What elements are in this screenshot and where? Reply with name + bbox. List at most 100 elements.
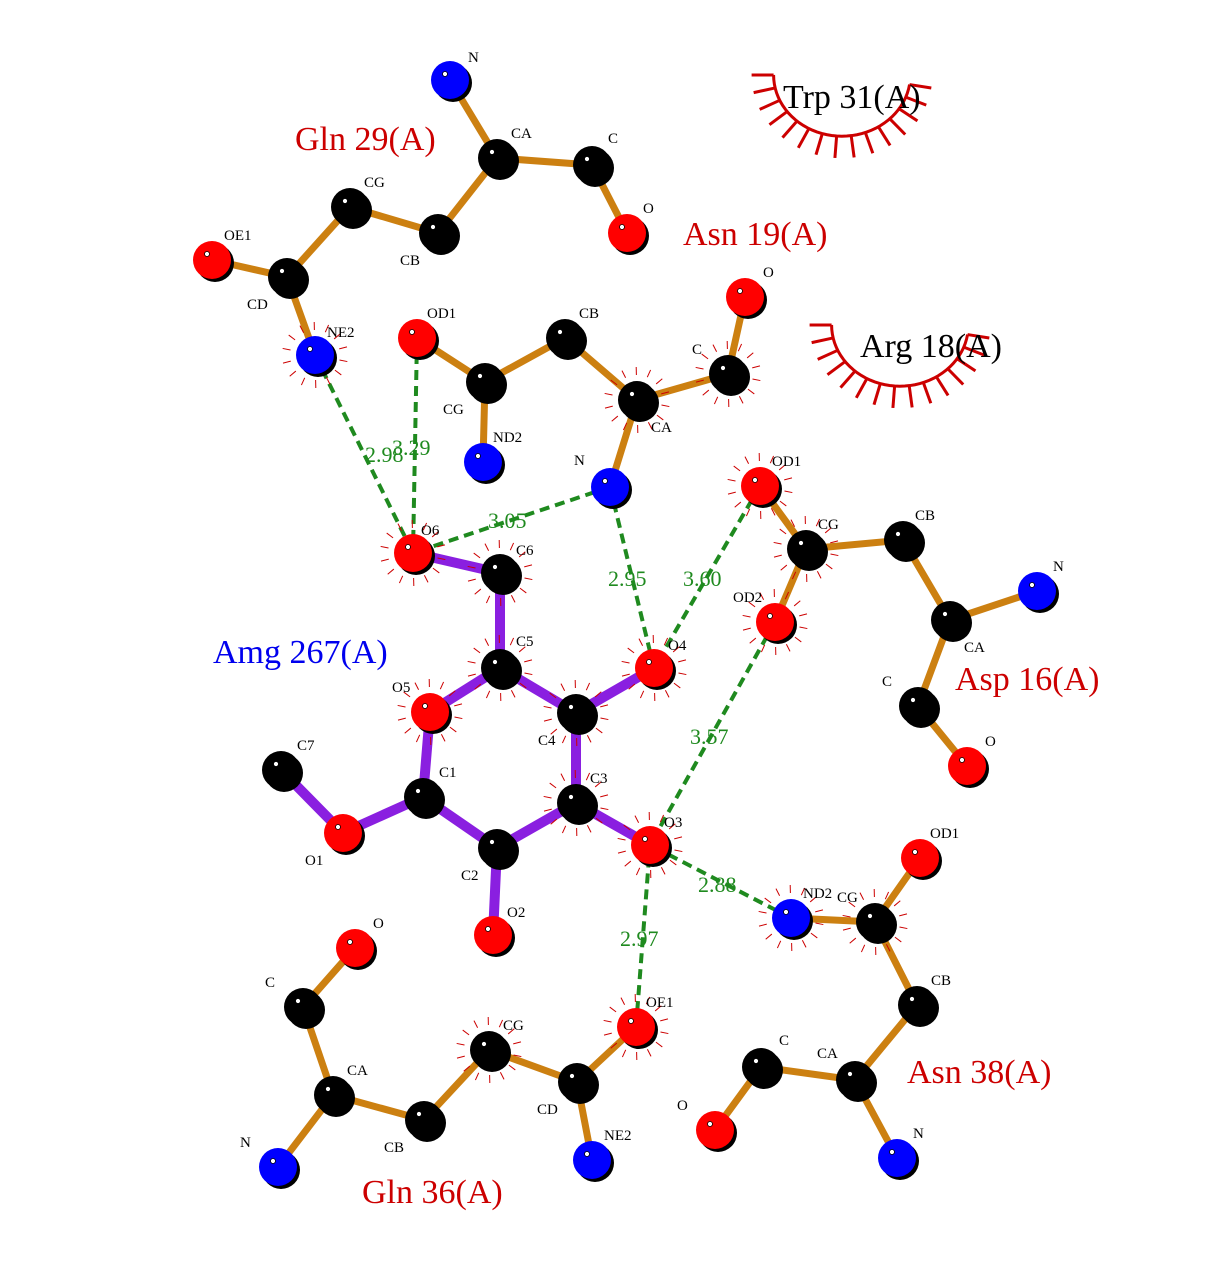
- atom-label: C6: [516, 543, 534, 559]
- residue-name: Asp 16(A): [955, 661, 1099, 698]
- atom-label: CG: [837, 890, 858, 906]
- residue-name: Asn 38(A): [907, 1054, 1051, 1091]
- atom-label: CB: [579, 306, 599, 322]
- atom-label: ND2: [803, 886, 832, 902]
- hbond-distance-label: 3.60: [683, 566, 722, 591]
- atom-label: O6: [421, 523, 440, 539]
- contact-spokes-icon: [380, 519, 446, 587]
- atom-label: CG: [443, 402, 464, 418]
- ligand-atom-c7: [262, 751, 303, 792]
- contact-spokes-icon: [397, 678, 463, 746]
- contact-spokes-icon: [758, 884, 824, 952]
- hydrophobic-arc-icon: [809, 323, 990, 409]
- residue-atom-n: [259, 1148, 300, 1189]
- ligand-atom-c2: [478, 829, 519, 870]
- residue-atom-cg: [331, 188, 372, 229]
- hydrophobic-residue-name: Arg 18(A): [860, 328, 1002, 365]
- atom-label: O: [373, 916, 384, 932]
- residue-atom-oe1: [193, 241, 234, 282]
- residue-atom-cb: [419, 214, 460, 255]
- atom-label: OD1: [930, 826, 959, 842]
- contact-spokes-icon: [842, 888, 908, 956]
- residue-name: Gln 29(A): [295, 121, 436, 158]
- atom-label: CG: [503, 1018, 524, 1034]
- atom-label: C5: [516, 634, 534, 650]
- contact-spokes-icon: [617, 811, 683, 879]
- atom-label: O2: [507, 905, 525, 921]
- residue-atom-ne2: [573, 1141, 614, 1182]
- atom-label: C: [882, 674, 892, 690]
- residue-atom-ca: [931, 601, 972, 642]
- residue-atom-o: [726, 278, 767, 319]
- atom-label: CD: [537, 1102, 558, 1118]
- atoms: [193, 61, 1059, 1189]
- residue-atom-cb: [898, 986, 939, 1027]
- contact-spokes-icon: [543, 769, 609, 837]
- ligand-atom-o2: [474, 916, 515, 957]
- ligand-atom-c3: [557, 784, 598, 825]
- residue-atom-od1: [741, 467, 782, 508]
- contact-spokes-icon: [603, 993, 669, 1061]
- residue-atom-o: [696, 1111, 737, 1152]
- atom-label: O: [643, 201, 654, 217]
- hbond-distance-label: 2.95: [608, 566, 647, 591]
- atom-label: N: [1053, 559, 1064, 575]
- ligand-name: Amg 267(A): [213, 634, 388, 671]
- atom-label: CA: [347, 1063, 368, 1079]
- residue-atom-cd: [558, 1063, 599, 1104]
- hbond-line: [411, 337, 419, 554]
- atom-label: CB: [915, 508, 935, 524]
- residue-atom-ca: [478, 139, 519, 180]
- residue-atom-o: [948, 747, 989, 788]
- atom-label: NE2: [604, 1128, 632, 1144]
- atom-label: CA: [511, 126, 532, 142]
- residue-atom-od2: [756, 603, 797, 644]
- residue-atom-c: [899, 687, 940, 728]
- residue-atom-oe1: [617, 1008, 658, 1049]
- residue-atom-od1: [398, 319, 439, 360]
- atom-label: C: [265, 975, 275, 991]
- contact-spokes-icon: [727, 452, 793, 520]
- atom-label: N: [240, 1135, 251, 1151]
- residue-atom-c: [573, 146, 614, 187]
- contact-spokes-icon: [467, 539, 533, 607]
- atom-label: CA: [964, 640, 985, 656]
- atom-label: NE2: [327, 325, 355, 341]
- residue-atom-cg: [787, 530, 828, 571]
- residue-atom-c: [284, 988, 325, 1029]
- hydrophobic-residue-name: Trp 31(A): [783, 79, 921, 116]
- atom-label: OD1: [772, 454, 801, 470]
- atom-label: C3: [590, 771, 608, 787]
- atom-label: C7: [297, 738, 315, 754]
- ligand-atom-c1: [404, 778, 445, 819]
- ligand-atom-o6: [394, 534, 435, 575]
- atom-label: OD2: [733, 590, 762, 606]
- residue-atom-cb: [405, 1101, 446, 1142]
- residue-atom-cb: [884, 521, 925, 562]
- atom-label: O: [985, 734, 996, 750]
- atom-label: CG: [818, 517, 839, 533]
- residue-name: Asn 19(A): [683, 216, 827, 253]
- contact-spokes-icon: [467, 634, 533, 702]
- contact-spokes-icon: [604, 366, 670, 434]
- atom-label: OE1: [224, 228, 252, 244]
- atom-label: O4: [668, 638, 687, 654]
- contact-spokes-icon: [543, 679, 609, 747]
- hbond-line: [313, 354, 415, 554]
- hydrophobic-arc-icon: [751, 73, 932, 159]
- atom-label: OE1: [646, 995, 674, 1011]
- atom-label: CB: [400, 253, 420, 269]
- residue-atom-n: [591, 468, 632, 509]
- atom-label: O: [763, 265, 774, 281]
- hbond-line: [652, 484, 762, 670]
- atom-label: O5: [392, 680, 410, 696]
- hbond-distance-label: 3.05: [488, 508, 527, 533]
- hbond-distance-label: 2.98: [365, 442, 404, 467]
- residue-atom-c: [709, 355, 750, 396]
- residue-atom-od1: [901, 839, 942, 880]
- residue-atom-o: [608, 214, 649, 255]
- contact-spokes-icon: [695, 340, 761, 408]
- residue-atom-cg: [466, 363, 507, 404]
